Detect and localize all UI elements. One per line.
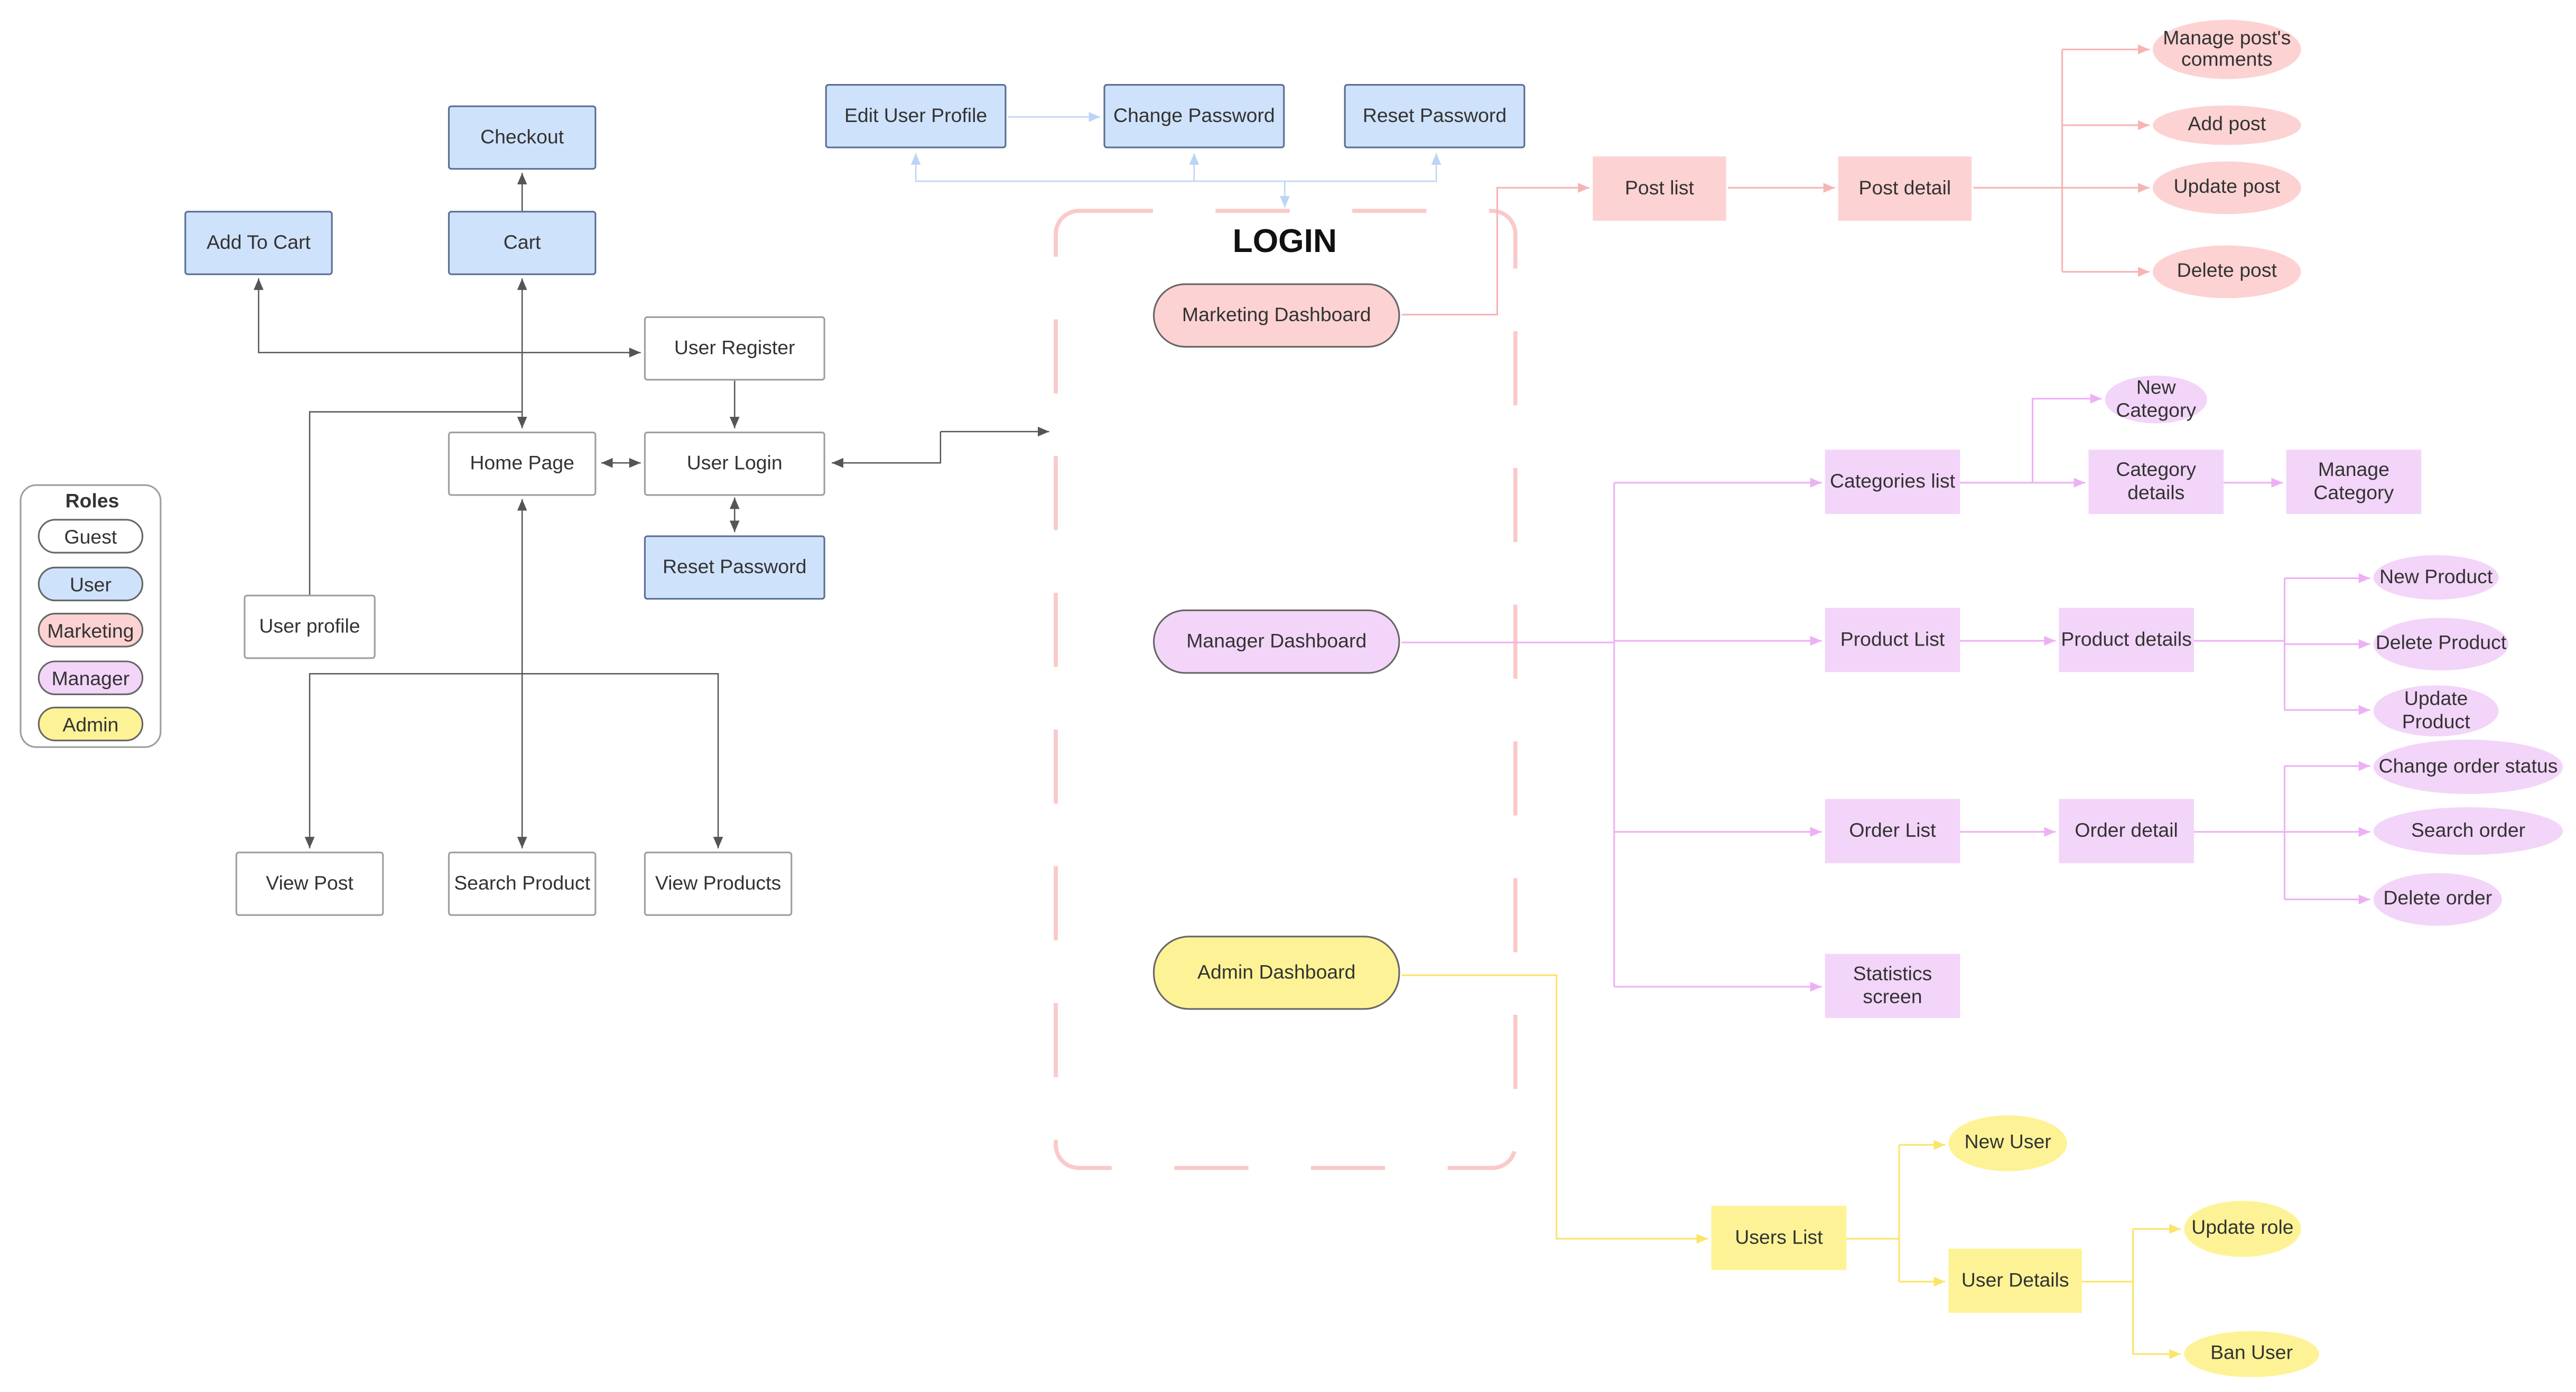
change-password-node[interactable]: Change Password: [1103, 84, 1285, 148]
order-detail-node[interactable]: Order detail: [2059, 799, 2194, 863]
update-role-node[interactable]: Update role: [2184, 1201, 2301, 1257]
user-details-node[interactable]: User Details: [1948, 1248, 2082, 1313]
manager-connectors: [1401, 394, 2370, 992]
user-register-node[interactable]: User Register: [644, 316, 825, 381]
update-product-node[interactable]: Update Product: [2373, 685, 2499, 736]
legend-user: User: [38, 566, 144, 602]
product-details-node[interactable]: Product details: [2059, 608, 2194, 672]
cart-node[interactable]: Cart: [448, 211, 597, 275]
legend-marketing: Marketing: [38, 613, 144, 648]
login-title: LOGIN: [1232, 224, 1337, 260]
user-profile-node[interactable]: User profile: [244, 594, 376, 659]
home-page-node[interactable]: Home Page: [448, 431, 597, 496]
add-post-node[interactable]: Add post: [2153, 105, 2301, 145]
manager-dashboard-node[interactable]: Manager Dashboard: [1152, 609, 1400, 674]
admin-dashboard-node[interactable]: Admin Dashboard: [1152, 936, 1400, 1010]
legend-guest: Guest: [38, 519, 144, 554]
delete-product-node[interactable]: Delete Product: [2373, 618, 2509, 671]
edit-user-profile-node[interactable]: Edit User Profile: [825, 84, 1007, 148]
user-connectors: [910, 112, 1442, 208]
users-list-node[interactable]: Users List: [1711, 1206, 1847, 1270]
categories-list-node[interactable]: Categories list: [1825, 450, 1960, 514]
legend-manager: Manager: [38, 660, 144, 695]
new-user-node[interactable]: New User: [1948, 1115, 2067, 1172]
statistics-screen-node[interactable]: Statistics screen: [1825, 954, 1960, 1019]
reset-password-top-node[interactable]: Reset Password: [1344, 84, 1526, 148]
admin-connectors: [1401, 974, 2181, 1359]
manage-category-node[interactable]: Manage Category: [2286, 450, 2422, 514]
manage-comments-node[interactable]: Manage post's comments: [2153, 20, 2301, 79]
product-list-node[interactable]: Product List: [1825, 608, 1960, 672]
reset-password-node[interactable]: Reset Password: [644, 535, 825, 600]
marketing-connectors: [1401, 44, 2150, 316]
guest-connectors: [254, 173, 1049, 848]
roles-legend: Roles Guest User Marketing Manager Admin: [20, 484, 162, 748]
add-to-cart-node[interactable]: Add To Cart: [184, 211, 333, 275]
search-order-node[interactable]: Search order: [2373, 807, 2563, 855]
category-details-node[interactable]: Category details: [2088, 450, 2224, 514]
delete-order-node[interactable]: Delete order: [2373, 873, 2502, 926]
login-frame: [1054, 209, 1518, 1170]
post-list-node[interactable]: Post list: [1593, 156, 1726, 221]
marketing-dashboard-node[interactable]: Marketing Dashboard: [1152, 283, 1400, 348]
view-post-node[interactable]: View Post: [235, 852, 384, 916]
post-detail-node[interactable]: Post detail: [1838, 156, 1972, 221]
view-products-node[interactable]: View Products: [644, 852, 793, 916]
search-product-node[interactable]: Search Product: [448, 852, 597, 916]
order-list-node[interactable]: Order List: [1825, 799, 1960, 863]
checkout-node[interactable]: Checkout: [448, 105, 597, 170]
new-category-node[interactable]: New Category: [2105, 375, 2207, 424]
new-product-node[interactable]: New Product: [2373, 555, 2499, 600]
legend-admin: Admin: [38, 706, 144, 742]
change-order-status-node[interactable]: Change order status: [2373, 740, 2563, 795]
legend-title: Roles: [65, 489, 119, 512]
update-post-node[interactable]: Update post: [2153, 161, 2301, 214]
delete-post-node[interactable]: Delete post: [2153, 245, 2301, 298]
user-login-node[interactable]: User Login: [644, 431, 825, 496]
ban-user-node[interactable]: Ban User: [2184, 1331, 2319, 1377]
